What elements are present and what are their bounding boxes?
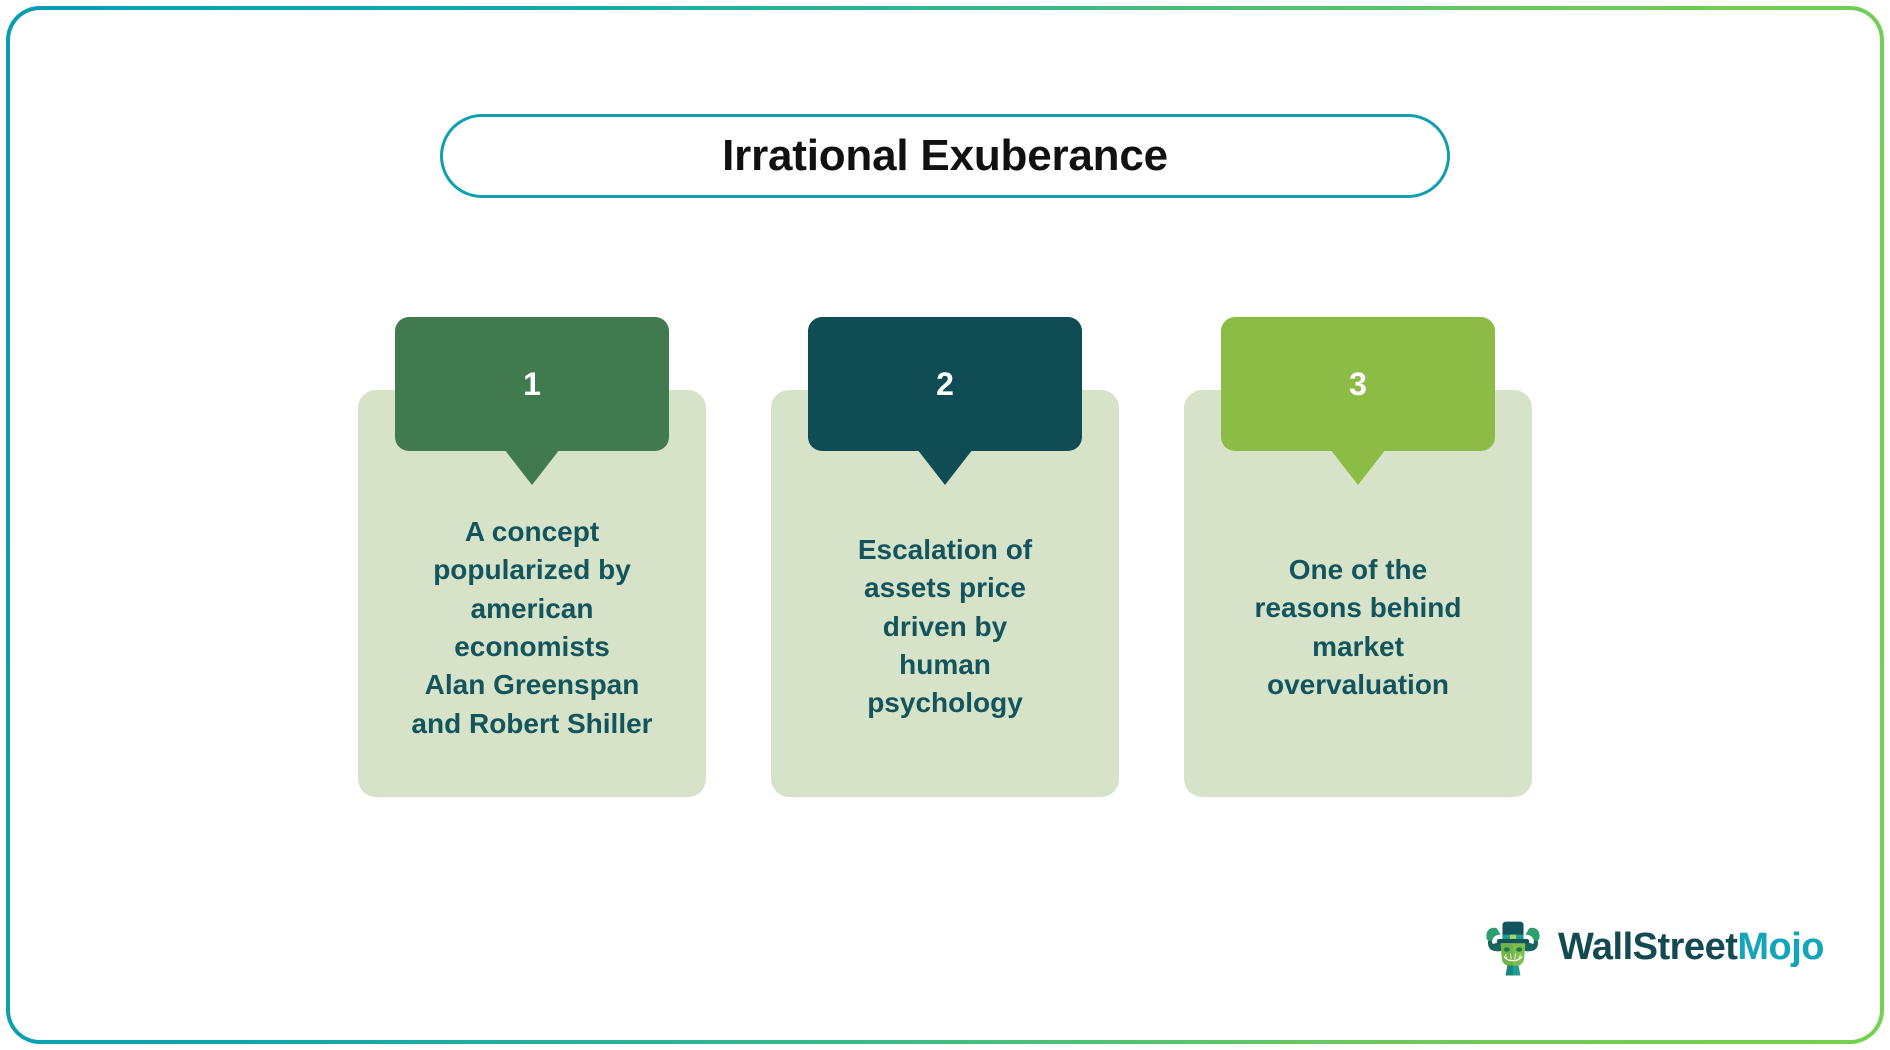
page-title: Irrational Exuberance (722, 131, 1168, 180)
gradient-frame: Irrational Exuberance 1 A concept popula… (6, 6, 1884, 1044)
card-2-badge-pointer-icon (917, 449, 973, 485)
card-1-badge-pointer-icon (504, 449, 560, 485)
card-3-number: 3 (1349, 366, 1367, 402)
card-2: 2 Escalation of assets price driven by h… (771, 317, 1119, 797)
canvas: Irrational Exuberance 1 A concept popula… (10, 10, 1880, 1040)
card-2-text: Escalation of assets price driven by hum… (857, 534, 1033, 719)
card-3: 3 One of the reasons behind market overv… (1184, 317, 1532, 797)
title-pill: Irrational Exuberance (440, 114, 1450, 198)
card-3-badge-pointer-icon (1330, 449, 1386, 485)
logo-word-wallstreet: WallStreet (1557, 926, 1738, 968)
bull-mascot-icon (1486, 921, 1540, 976)
card-1-number-badge: 1 (395, 317, 669, 485)
card-2-number-badge: 2 (808, 317, 1082, 485)
card-2-number: 2 (936, 366, 954, 402)
logo-word-mojo: Mojo (1737, 926, 1824, 968)
card-1: 1 A concept popularized by american econ… (358, 317, 706, 797)
brand-logo[interactable]: WallStreetMojo (1482, 916, 1824, 978)
logo-wordmark: WallStreetMojo (1557, 926, 1825, 968)
card-3-number-badge: 3 (1221, 317, 1495, 485)
cards-row: 1 A concept popularized by american econ… (10, 317, 1880, 797)
card-1-text: A concept popularized by american econom… (411, 516, 653, 739)
card-1-number: 1 (523, 366, 541, 402)
card-3-text: One of the reasons behind market overval… (1254, 554, 1462, 701)
